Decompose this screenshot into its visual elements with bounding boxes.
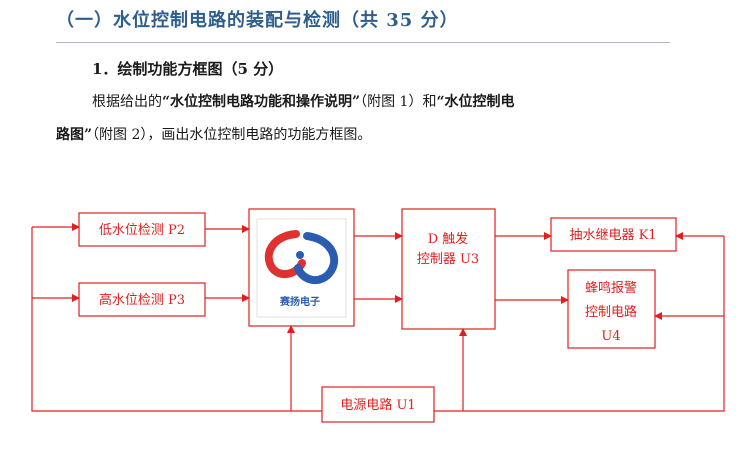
power-supply-label: 电源电路 U1 [340, 397, 415, 413]
trigger-label-line1: D 触发 [428, 231, 469, 247]
doc-reference-2-cont: 路图” [56, 127, 93, 143]
high-water-label: 高水位检测 P3 [99, 292, 185, 308]
logo-text: 赛扬电子 [279, 295, 320, 308]
saiyang-logo-icon: 赛扬电子 [256, 218, 347, 318]
d-trigger-block [401, 208, 496, 330]
power-supply-block [321, 386, 435, 423]
task-subheading: 1．绘制功能方框图（5 分） [92, 60, 284, 78]
pump-relay-label: 抽水继电器 K1 [569, 228, 656, 243]
power-left-wire [31, 227, 322, 412]
logo-processing-block [248, 208, 355, 327]
low-water-label: 低水位检测 P2 [99, 223, 185, 238]
buzzer-alarm-block [567, 269, 656, 349]
heading-divider [56, 42, 670, 43]
buzzer-label-line3: U4 [601, 329, 620, 344]
attachment-ref-1: （附图 1）和 [360, 94, 437, 110]
trigger-label-line2: 控制器 U3 [417, 252, 479, 267]
section-heading: （一）水位控制电路的装配与检测（共 35 分） [56, 10, 459, 31]
power-right-wire [434, 236, 725, 412]
instruction-line-1: 根据给出的“水位控制电路功能和操作说明”（附图 1）和“水位控制电 [92, 92, 515, 112]
instruction-text-end: （附图 2），画出水位控制电路的功能方框图。 [92, 127, 372, 143]
doc-reference-2: “水位控制电 [436, 94, 515, 110]
buzzer-label-line1: 蜂鸣报警 [585, 280, 637, 296]
buzzer-label-line2: 控制电路 [585, 304, 637, 320]
doc-reference-1: “水位控制电路功能和操作说明” [162, 94, 361, 110]
instruction-line-2: 路图”（附图 2），画出水位控制电路的功能方框图。 [56, 125, 371, 145]
instruction-text: 根据给出的 [92, 94, 162, 110]
